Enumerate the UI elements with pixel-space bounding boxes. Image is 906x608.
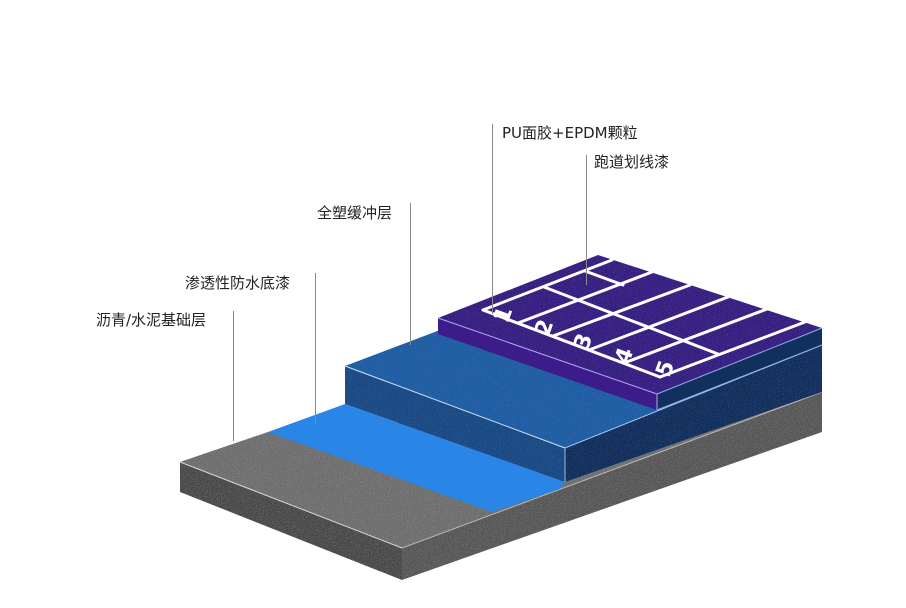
surface-front-face xyxy=(438,318,657,410)
lane-markings xyxy=(481,258,807,379)
cushion-side-face xyxy=(565,345,822,482)
base-side-face xyxy=(402,392,822,580)
label-base-layer: 沥青/水泥基础层 xyxy=(96,311,207,329)
leader-line-surface xyxy=(492,124,493,314)
leader-line-base xyxy=(233,311,234,441)
leader-line-cushion xyxy=(410,203,411,345)
label-lines-layer: 跑道划线漆 xyxy=(594,153,670,171)
leader-line-lines xyxy=(586,155,587,285)
label-surface-layer: PU面胶+EPDM颗粒 xyxy=(502,124,638,142)
label-primer-layer: 渗透性防水底漆 xyxy=(185,274,291,292)
surface-side-face xyxy=(657,328,822,410)
primer-top-face xyxy=(268,404,565,512)
label-cushion-layer: 全塑缓冲层 xyxy=(317,204,393,222)
leader-line-primer xyxy=(315,273,316,423)
base-front-face xyxy=(180,462,402,580)
primer-layer xyxy=(268,404,565,512)
cushion-front-face xyxy=(345,366,565,482)
